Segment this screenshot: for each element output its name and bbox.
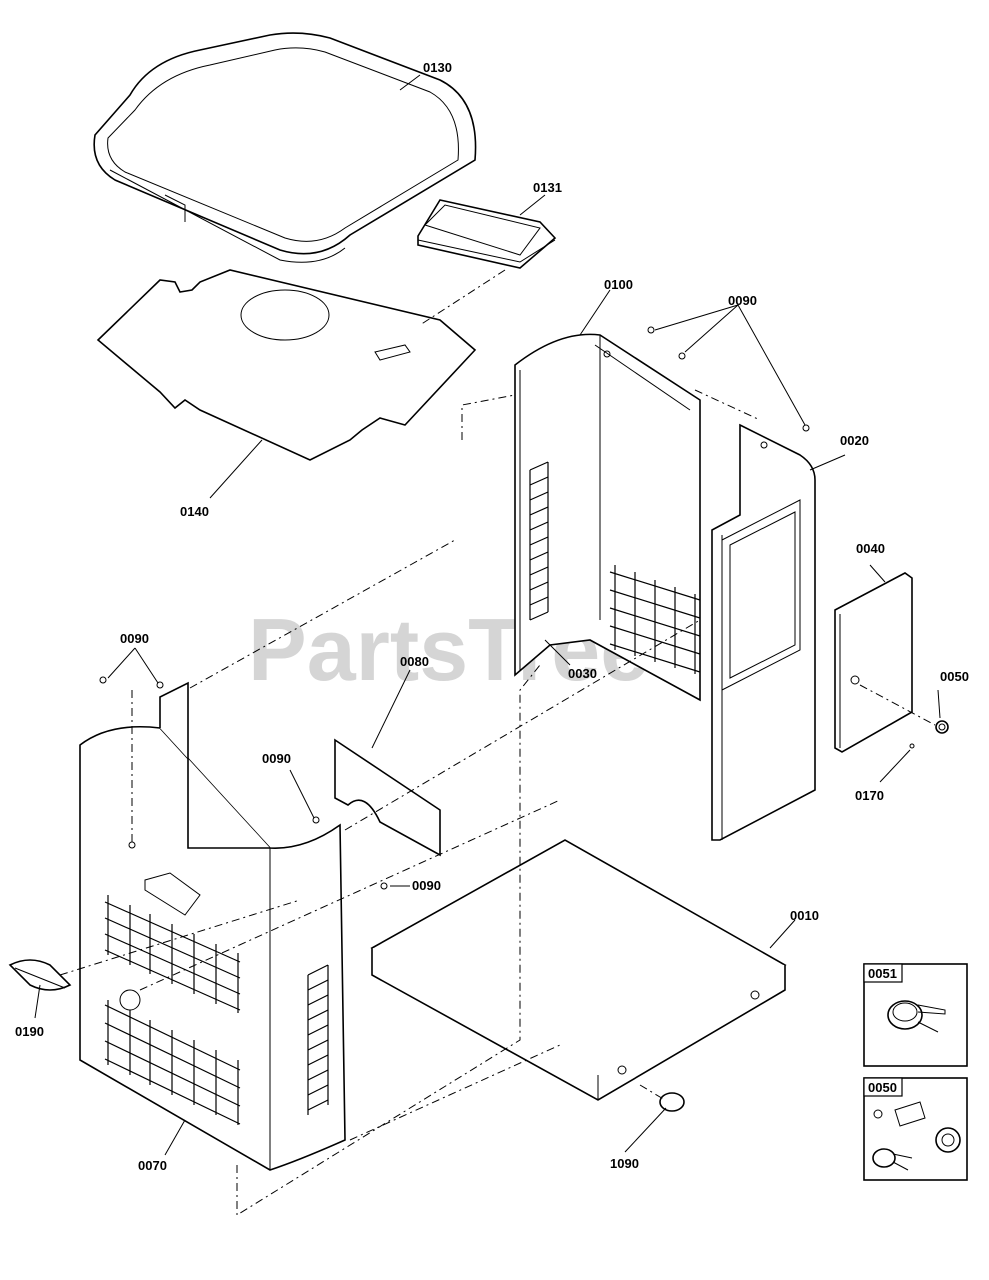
assembly-lines [59, 269, 936, 1216]
inset-label-0050: 0050 [868, 1080, 897, 1095]
callout-0030: 0030 [568, 666, 597, 681]
leader-lines [34, 74, 941, 1156]
inset-0050: 0050 [863, 1077, 968, 1181]
vent-cover-0131[interactable] [417, 199, 557, 269]
callout-0040: 0040 [856, 541, 885, 556]
callout-0090-mid: 0090 [262, 751, 291, 766]
callout-0131: 0131 [533, 180, 562, 195]
callout-0100: 0100 [604, 277, 633, 292]
foot-1090[interactable] [659, 1092, 685, 1112]
side-panel-0100[interactable] [514, 333, 701, 702]
door-panel-0040[interactable] [834, 572, 913, 753]
inset-0051: 0051 [863, 963, 968, 1067]
lower-enclosure-0070[interactable] [79, 681, 346, 1171]
baffle-plate-0080[interactable] [334, 738, 441, 857]
lock-part-0050[interactable] [935, 720, 949, 734]
screws [99, 326, 915, 890]
callout-0020: 0020 [840, 433, 869, 448]
gasket-plate-0140[interactable] [96, 269, 477, 461]
front-frame-0020[interactable] [711, 423, 816, 841]
top-cover-0130[interactable] [93, 32, 477, 263]
callout-0070: 0070 [138, 1158, 167, 1173]
callout-0130: 0130 [423, 60, 452, 75]
inset-label-0051: 0051 [868, 966, 897, 981]
callout-0190: 0190 [15, 1024, 44, 1039]
callout-0140: 0140 [180, 504, 209, 519]
callout-0170: 0170 [855, 788, 884, 803]
callout-0090-low: 0090 [412, 878, 441, 893]
callout-0010: 0010 [790, 908, 819, 923]
base-tray-0010[interactable] [370, 839, 787, 1101]
handle-0190[interactable] [8, 959, 72, 991]
callout-0090-top: 0090 [728, 293, 757, 308]
callout-0090-left: 0090 [120, 631, 149, 646]
callout-0080: 0080 [400, 654, 429, 669]
callout-1090: 1090 [610, 1156, 639, 1171]
callout-0050: 0050 [940, 669, 969, 684]
